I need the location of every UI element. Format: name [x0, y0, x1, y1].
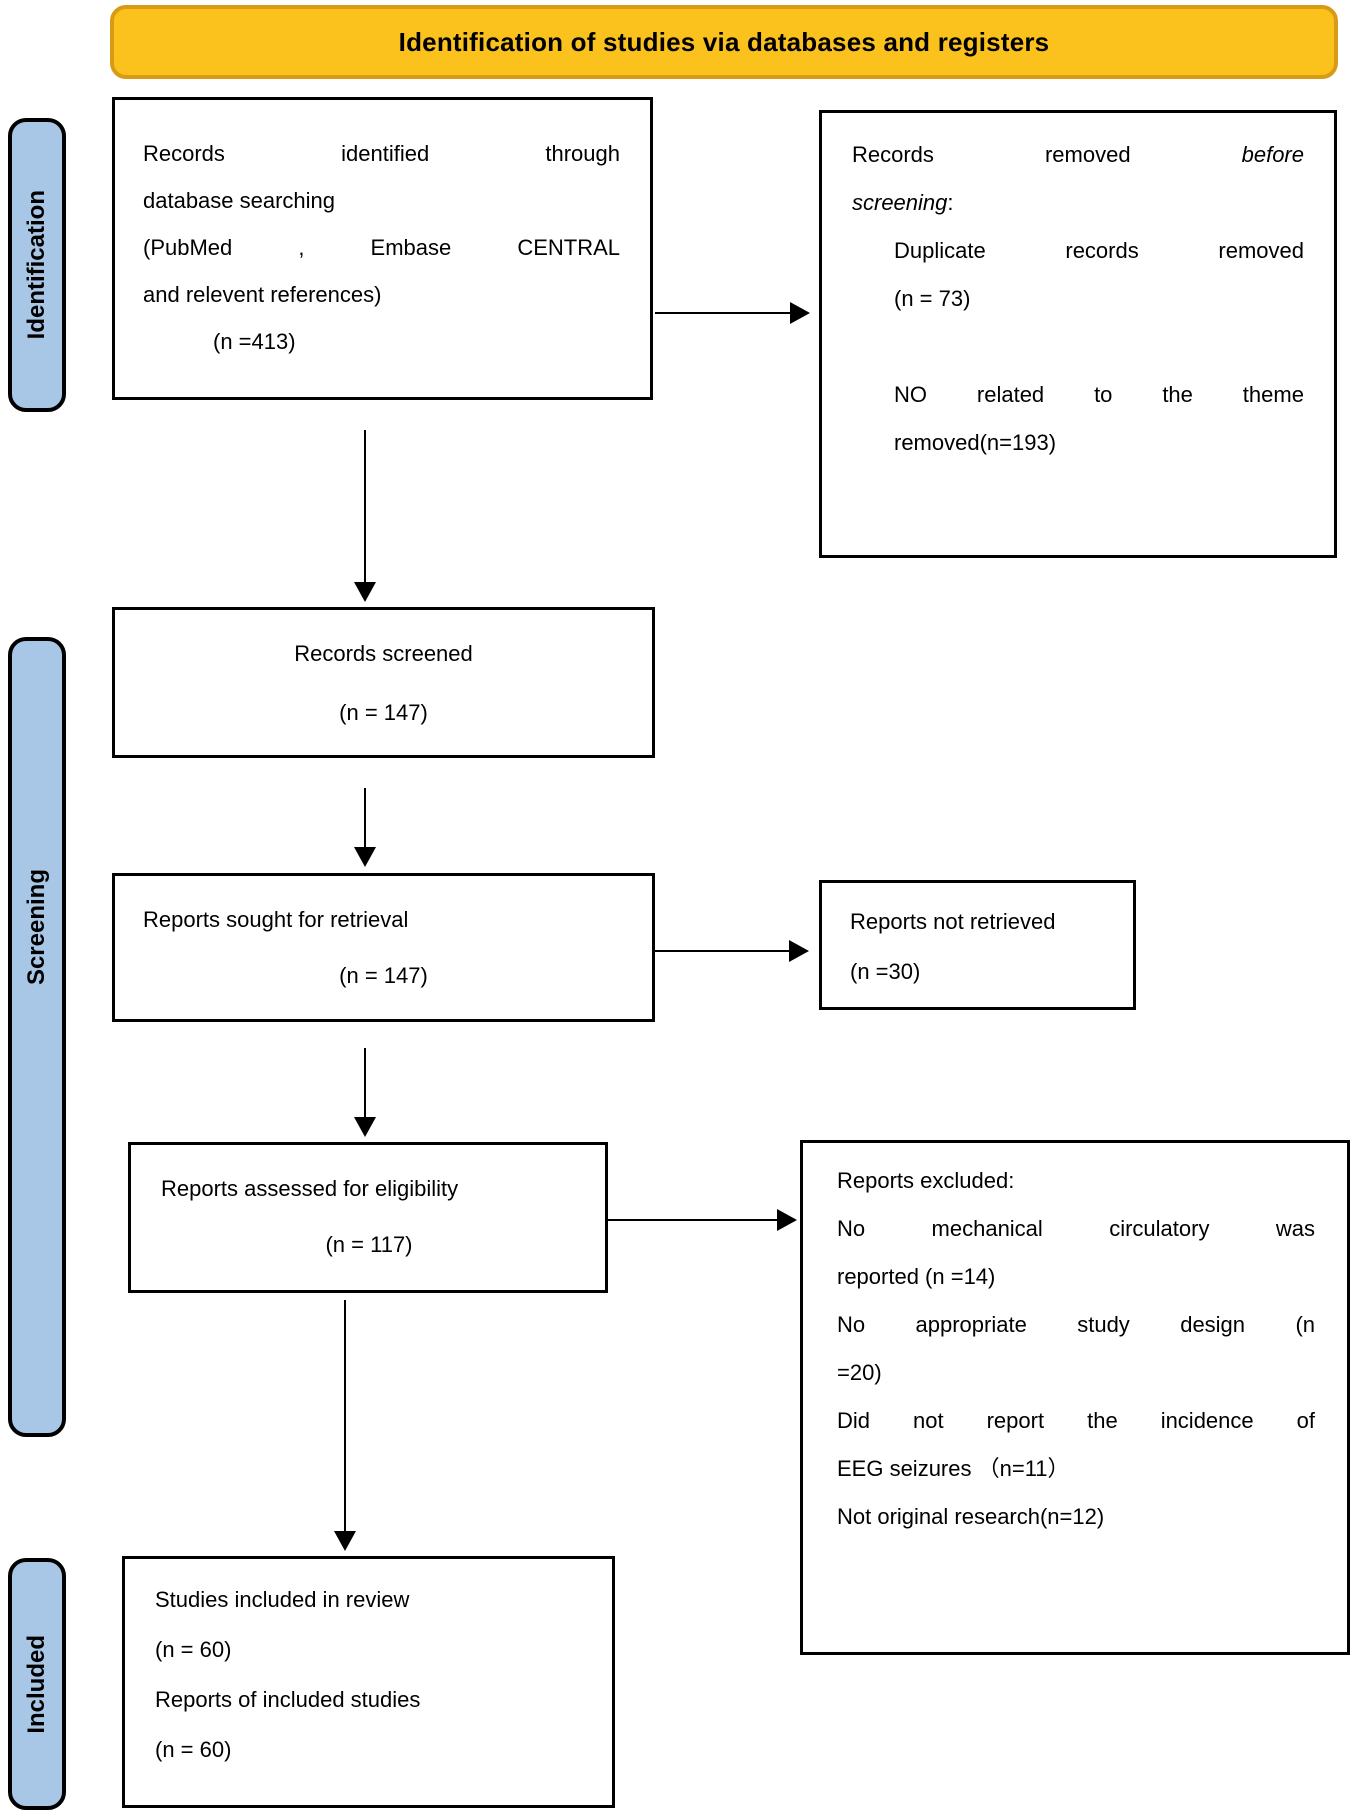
box-reports-not-retrieved: Reports not retrieved (n =30)	[819, 880, 1136, 1010]
stage-label-identification: Identification	[23, 190, 50, 340]
box-line: (n = 147)	[339, 963, 428, 988]
box-line: (n = 60)	[155, 1737, 232, 1762]
arrowhead-down-2	[354, 847, 376, 867]
box-line: screening:	[852, 190, 954, 215]
arrow-identified-to-screened	[364, 430, 366, 583]
stage-label-included: Included	[23, 1634, 50, 1734]
box-line: (n = 117)	[325, 1232, 413, 1257]
box-line: Studies included in review	[155, 1587, 410, 1612]
stage-bar-identification: Identification	[8, 118, 66, 412]
arrowhead-down-1	[354, 582, 376, 602]
arrow-identified-to-removed	[655, 312, 791, 314]
box-line: Reports assessed for eligibility	[161, 1176, 459, 1201]
box-line	[852, 323, 1304, 371]
box-line: (n =413)	[213, 329, 296, 354]
stage-label-screening: Screening	[23, 868, 50, 986]
box-line: Reports not retrieved	[850, 909, 1056, 934]
box-line: (n = 147)	[339, 700, 428, 725]
box-line: and relevent references)	[143, 282, 382, 307]
box-line: database searching	[143, 188, 336, 213]
arrow-sought-to-assessed	[364, 1048, 366, 1118]
stage-bar-included: Included	[8, 1558, 66, 1810]
box-line: Not original research(n=12)	[837, 1504, 1105, 1529]
box-line: =20)	[837, 1360, 882, 1385]
box-line: (n = 73)	[894, 286, 971, 311]
box-line: Records screened	[294, 641, 473, 666]
box-line: reported (n =14)	[837, 1264, 996, 1289]
arrowhead-right-1	[790, 302, 810, 324]
arrowhead-right-2	[789, 940, 809, 962]
box-line: Reports excluded:	[837, 1168, 1015, 1193]
box-line: (n = 60)	[155, 1637, 232, 1662]
box-records-screened: Records screened (n = 147)	[112, 607, 655, 758]
arrowhead-down-3	[354, 1117, 376, 1137]
flow-title-text: Identification of studies via databases …	[398, 26, 1050, 57]
box-studies-included: Studies included in review (n = 60) Report…	[122, 1556, 615, 1808]
arrow-assessed-to-included	[344, 1300, 346, 1532]
stage-bar-screening: Screening	[8, 637, 66, 1437]
box-reports-sought: Reports sought for retrieval (n = 147)	[112, 873, 655, 1022]
arrowhead-down-4	[334, 1531, 356, 1551]
box-line: Reports of included studies	[155, 1687, 421, 1712]
arrow-sought-to-not-retrieved	[655, 950, 790, 952]
box-line: (n =30)	[850, 959, 921, 984]
arrowhead-right-3	[777, 1209, 797, 1231]
box-line: EEG seizures （n=11）	[837, 1456, 1070, 1481]
box-line: removed(n=193)	[894, 430, 1057, 455]
box-line: Reports sought for retrieval	[143, 907, 409, 932]
box-reports-assessed: Reports assessed for eligibility (n = 117…	[128, 1142, 608, 1293]
flow-title-banner: Identification of studies via databases …	[110, 5, 1338, 79]
arrow-assessed-to-excluded	[608, 1219, 778, 1221]
arrow-screened-to-sought	[364, 788, 366, 848]
